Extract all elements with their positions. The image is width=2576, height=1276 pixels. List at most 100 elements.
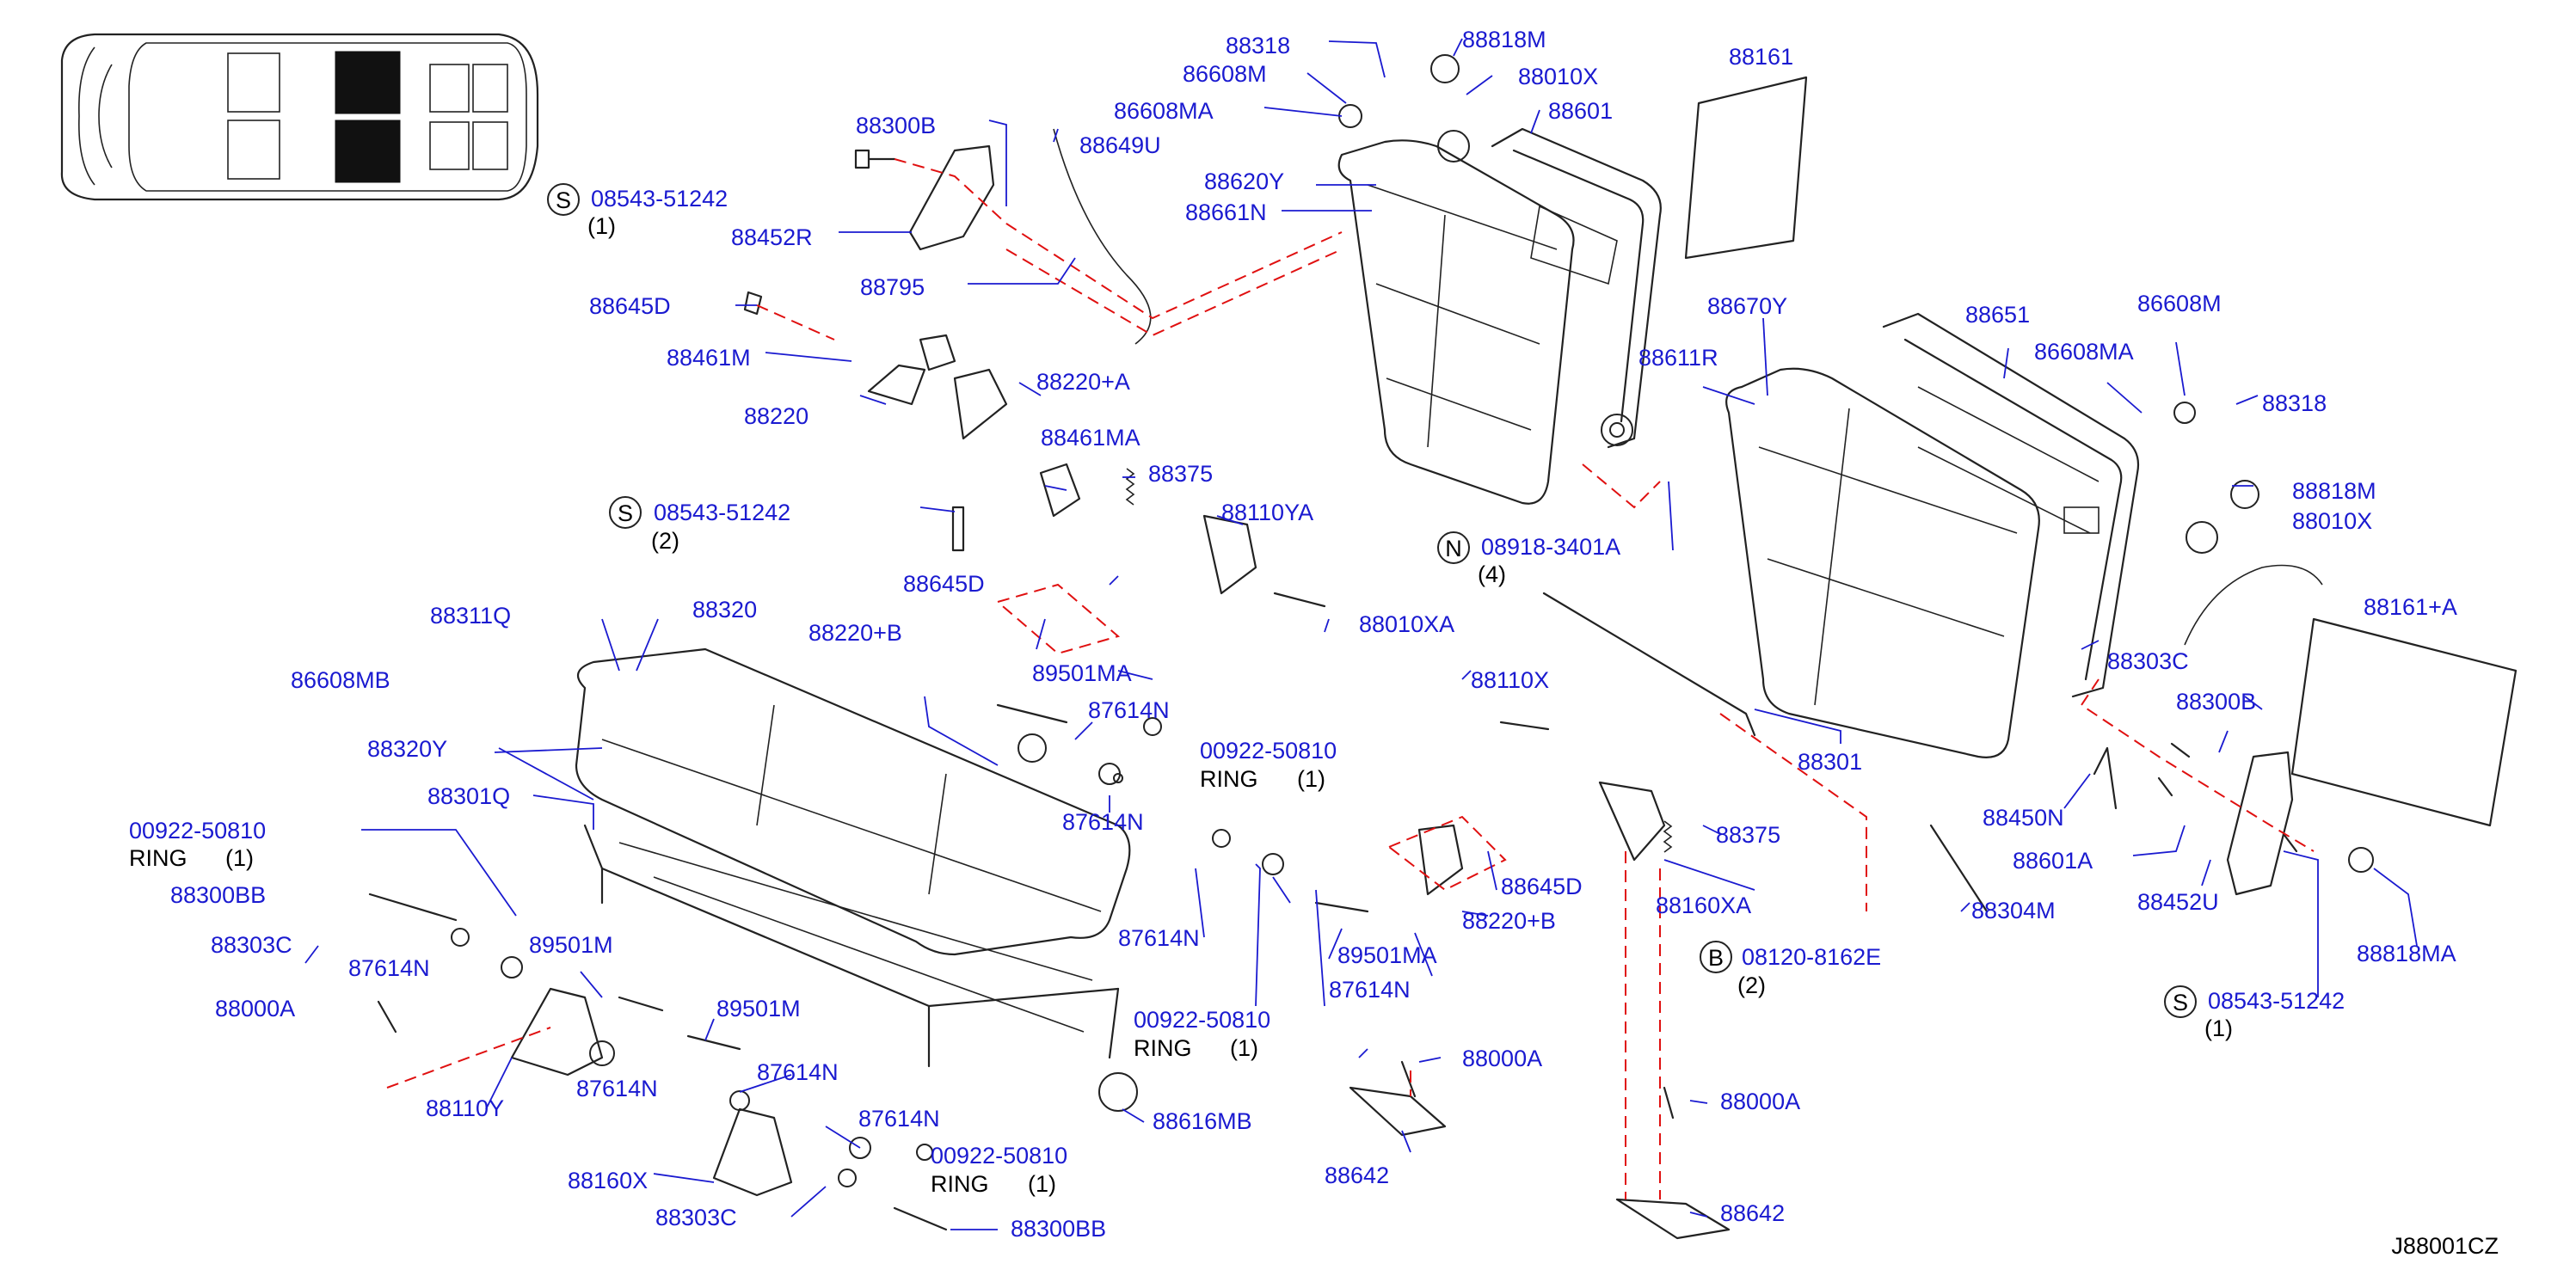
- part-label: 88375: [1148, 461, 1213, 487]
- part-label: 86608MA: [2034, 339, 2134, 365]
- symbol-b-label: B: [1708, 945, 1724, 971]
- part-label: 08543-51242: [591, 186, 728, 212]
- diagram-code: J88001CZ: [2391, 1233, 2499, 1259]
- leader-lines: [304, 38, 2418, 1230]
- spring-88375-icon: [1125, 468, 1673, 853]
- symbol-b-icon: [1700, 941, 1732, 973]
- part-label: 87614N: [1088, 697, 1170, 723]
- symbol-s-label: S: [2173, 990, 2188, 1015]
- part-label: 88220+B: [808, 620, 902, 646]
- part-label: 89501M: [529, 932, 613, 958]
- part-label: 88461MA: [1041, 425, 1140, 451]
- cable-88649u-icon: [1053, 128, 1152, 345]
- symbol-s-icon: [609, 496, 642, 529]
- part-label: 88670Y: [1707, 293, 1787, 319]
- quantity-label: (1): [1028, 1171, 1056, 1197]
- part-label: 88452U: [2137, 889, 2219, 915]
- part-label: 88375: [1716, 822, 1780, 848]
- part-label: 88303C: [211, 932, 292, 958]
- ring-label: RING: [1200, 766, 1258, 792]
- part-label: 88220+B: [1462, 908, 1556, 934]
- washer-ring-icons: [451, 54, 2374, 1187]
- quantity-label: (2): [1737, 972, 1766, 998]
- leg-bracket-icons: [510, 334, 2118, 1240]
- part-label: 88300BB: [170, 882, 266, 908]
- ring-label: RING: [1134, 1035, 1192, 1061]
- bolt-icons: [368, 149, 2298, 1231]
- part-label: 88818MA: [2357, 941, 2456, 966]
- part-label: 88303C: [2107, 648, 2189, 674]
- part-label: 08120-8162E: [1742, 944, 1881, 970]
- symbol-n-icon: [1437, 531, 1470, 564]
- seatback-left-icon: [1337, 139, 1575, 505]
- part-label: 88645D: [1501, 874, 1583, 899]
- part-label: 88160X: [568, 1168, 648, 1193]
- part-label: 88318: [2262, 390, 2327, 416]
- part-label: 88661N: [1185, 199, 1267, 225]
- vehicle-locator-icon: [60, 33, 539, 201]
- part-label: 87614N: [1062, 809, 1144, 835]
- part-label: 86608MB: [291, 667, 390, 693]
- part-label: 88010X: [2292, 508, 2372, 534]
- part-label: 88620Y: [1204, 169, 1284, 194]
- part-label: 88642: [1325, 1163, 1389, 1188]
- part-label: 88110YA: [1221, 500, 1313, 525]
- symbol-s-icon: [547, 183, 580, 216]
- cable-88649-right-icon: [2184, 564, 2323, 646]
- ring-label: RING: [129, 845, 188, 871]
- part-label: 88010X: [1518, 64, 1598, 89]
- part-label: 87614N: [757, 1059, 839, 1085]
- part-label: 88645D: [903, 571, 985, 597]
- symbol-s-icon: [2164, 985, 2197, 1018]
- seat-cover-panel-88161-icon: [1684, 76, 1808, 260]
- quantity-label: (2): [651, 528, 679, 554]
- part-label: 88110X: [1471, 667, 1549, 693]
- seatback-frame-right-icon: [1882, 312, 2140, 698]
- part-label: 88461M: [667, 345, 751, 371]
- part-label: 88616MB: [1153, 1108, 1252, 1134]
- part-label: 88818M: [1462, 27, 1546, 52]
- part-label: 88450N: [1983, 805, 2064, 831]
- part-label: 88649U: [1079, 132, 1161, 158]
- quantity-label: (4): [1478, 561, 1506, 587]
- part-label: 88300B: [2176, 689, 2256, 715]
- part-label: 00922-50810: [1134, 1007, 1270, 1033]
- part-label: 87614N: [858, 1106, 940, 1132]
- part-label: 88301: [1798, 749, 1862, 775]
- part-label: 89501M: [716, 996, 801, 1021]
- assembly-guide-lines: [386, 158, 2315, 1199]
- part-label: 88318: [1226, 33, 1290, 58]
- seat-cover-panel-88161a-icon: [2290, 617, 2518, 827]
- part-label: 00922-50810: [931, 1143, 1067, 1169]
- part-label: 88452R: [731, 224, 813, 250]
- part-label: 87614N: [1329, 977, 1411, 1003]
- recliner-cover-88452r-icon: [908, 144, 995, 251]
- quantity-label: (1): [1230, 1035, 1258, 1061]
- part-label: 08543-51242: [2208, 988, 2345, 1014]
- quantity-label: (1): [225, 845, 254, 871]
- part-label: 88303C: [655, 1205, 737, 1230]
- part-label: 88795: [860, 274, 925, 300]
- part-label: 88110Y: [426, 1095, 504, 1121]
- part-label: 88161+A: [2364, 594, 2457, 620]
- part-label: 00922-50810: [1200, 738, 1337, 764]
- part-label: 88320Y: [367, 736, 447, 762]
- symbol-n-label: N: [1445, 536, 1462, 561]
- part-label: 88311Q: [430, 603, 511, 629]
- part-label: 88160XA: [1656, 893, 1751, 918]
- part-label: 86608M: [1183, 61, 1267, 87]
- part-label: 87614N: [1118, 925, 1200, 951]
- part-label: 88300BB: [1011, 1216, 1106, 1242]
- part-label: 88651: [1965, 302, 2030, 328]
- symbol-s-label: S: [618, 500, 633, 526]
- part-label: 88601A: [2013, 848, 2093, 874]
- part-label: 88320: [692, 597, 757, 623]
- seatback-frame-left-icon: [1491, 127, 1662, 449]
- part-label: 87614N: [576, 1076, 658, 1101]
- part-label: 88818M: [2292, 478, 2376, 504]
- ring-label: RING: [931, 1171, 989, 1197]
- part-label: 00922-50810: [129, 818, 266, 844]
- part-label: 88010XA: [1359, 611, 1454, 637]
- seat-cushion-icon: [575, 647, 1131, 1068]
